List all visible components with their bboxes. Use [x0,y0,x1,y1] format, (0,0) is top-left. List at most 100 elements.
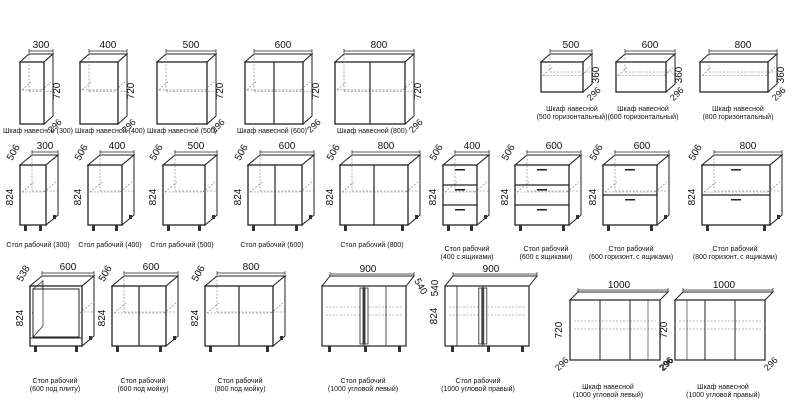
caption-line: Стол рабочий [120,378,166,385]
height-dim: 824 [233,188,244,205]
caption-line: Шкаф навесной (500) [147,128,217,135]
caption-s5: Стол рабочий(1000 угловой правый) [441,378,515,394]
caption-b6: Стол рабочий(400 с ящиками) [440,246,493,262]
depth-dim: 506 [73,142,91,162]
height-dim: 360 [776,66,787,83]
width-dim: 500 [183,40,200,51]
depth-dim: 506 [148,142,166,162]
cabinet-b5: 800 824 506 [325,141,422,231]
caption-b4: Стол рабочий (600) [240,242,303,250]
height-dim: 824 [687,188,698,205]
width-dim: 900 [360,264,377,275]
height-dim: 824 [325,188,336,205]
width-dim: 800 [371,40,388,51]
caption-b9: Стол рабочий(800 горизонт. с ящиками) [693,246,777,262]
caption-c1: Шкаф навесной (300) [3,128,73,136]
caption-line: Стол рабочий [444,246,490,253]
caption-line: Шкаф навесной [582,384,634,391]
cabinet-s1: 600 824 538 [15,262,96,352]
height-dim: 824 [429,307,440,324]
caption-line: (400 с ящиками) [440,254,494,261]
caption-b5: Стол рабочий (800) [340,242,403,250]
height-dim: 824 [15,309,26,326]
caption-s7: Шкаф навесной(1000 угловой правый) [686,384,760,400]
caption-line: Шкаф навесной (600) [237,128,307,135]
height-dim: 824 [428,188,439,205]
caption-line: Стол рабочий [32,378,78,385]
width-dim: 600 [60,262,77,273]
height-dim: 824 [500,188,511,205]
caption-line: Стол рабочий [455,378,501,385]
height-dim: 720 [126,82,137,99]
caption-line: Стол рабочий (300) [6,242,70,249]
height-dim: 824 [5,188,16,205]
caption-c3: Шкаф навесной (500) [147,128,217,136]
depth-dim: 538 [15,263,33,283]
caption-line: Стол рабочий [608,246,654,253]
height-dim: 824 [97,309,108,326]
caption-line: (1000 угловой правый) [441,386,515,393]
depth-dim: 506 [428,142,446,162]
caption-line: (1000 угловой левый) [572,392,644,399]
caption-line: (1000 угловой правый) [686,392,760,399]
width-dim: 1000 [713,280,736,291]
depth-dim-left: 296 [553,355,571,373]
caption-line: Шкаф навесной [697,384,749,391]
caption-line: Стол рабочий [217,378,263,385]
depth-dim: 506 [325,142,343,162]
height-dim: 720 [215,82,226,99]
height-dim: 360 [591,66,602,83]
caption-line: (1000 угловой левый) [327,386,399,393]
width-dim: 600 [634,141,651,152]
depth-dim: 506 [5,142,23,162]
height-dim: 824 [148,188,159,205]
caption-c4: Шкаф навесной (600) [237,128,307,136]
caption-line: Стол рабочий (400) [78,242,142,249]
width-dim: 800 [378,141,395,152]
height-dim: 720 [311,82,322,99]
caption-line: Шкаф навесной (300) [3,128,73,135]
caption-line: Шкаф навесной [617,106,669,113]
caption-c7: Шкаф навесной(600 горизонтальный) [608,106,679,122]
width-dim: 400 [464,141,481,152]
caption-b3: Стол рабочий (500) [150,242,213,250]
width-dim: 600 [642,40,659,51]
caption-line: (600 с ящиками) [519,254,573,261]
depth-dim: 506 [190,263,208,283]
caption-line: Стол рабочий [523,246,569,253]
width-dim: 800 [740,141,757,152]
caption-line: (500 горизонтальный) [536,114,608,121]
caption-line: (600 под плиту) [29,386,81,393]
caption-s6: Шкаф навесной(1000 угловой левый) [573,384,643,400]
caption-c8: Шкаф навесной(800 горизонтальный) [703,106,774,122]
depth-dim: 506 [97,263,115,283]
caption-line: Шкаф навесной (400) [75,128,145,135]
caption-line: Стол рабочий [340,378,386,385]
caption-c6: Шкаф навесной(500 горизонтальный) [537,106,608,122]
caption-s1: Стол рабочий(600 под плиту) [30,378,80,394]
caption-c5: Шкаф навесной (800) [337,128,407,136]
height-dim: 824 [588,188,599,205]
caption-line: (800 горизонт. с ящиками) [692,254,778,261]
width-dim: 800 [243,262,260,273]
caption-line: Шкаф навесной [712,106,764,113]
width-dim: 400 [100,40,117,51]
width-dim: 500 [563,40,580,51]
